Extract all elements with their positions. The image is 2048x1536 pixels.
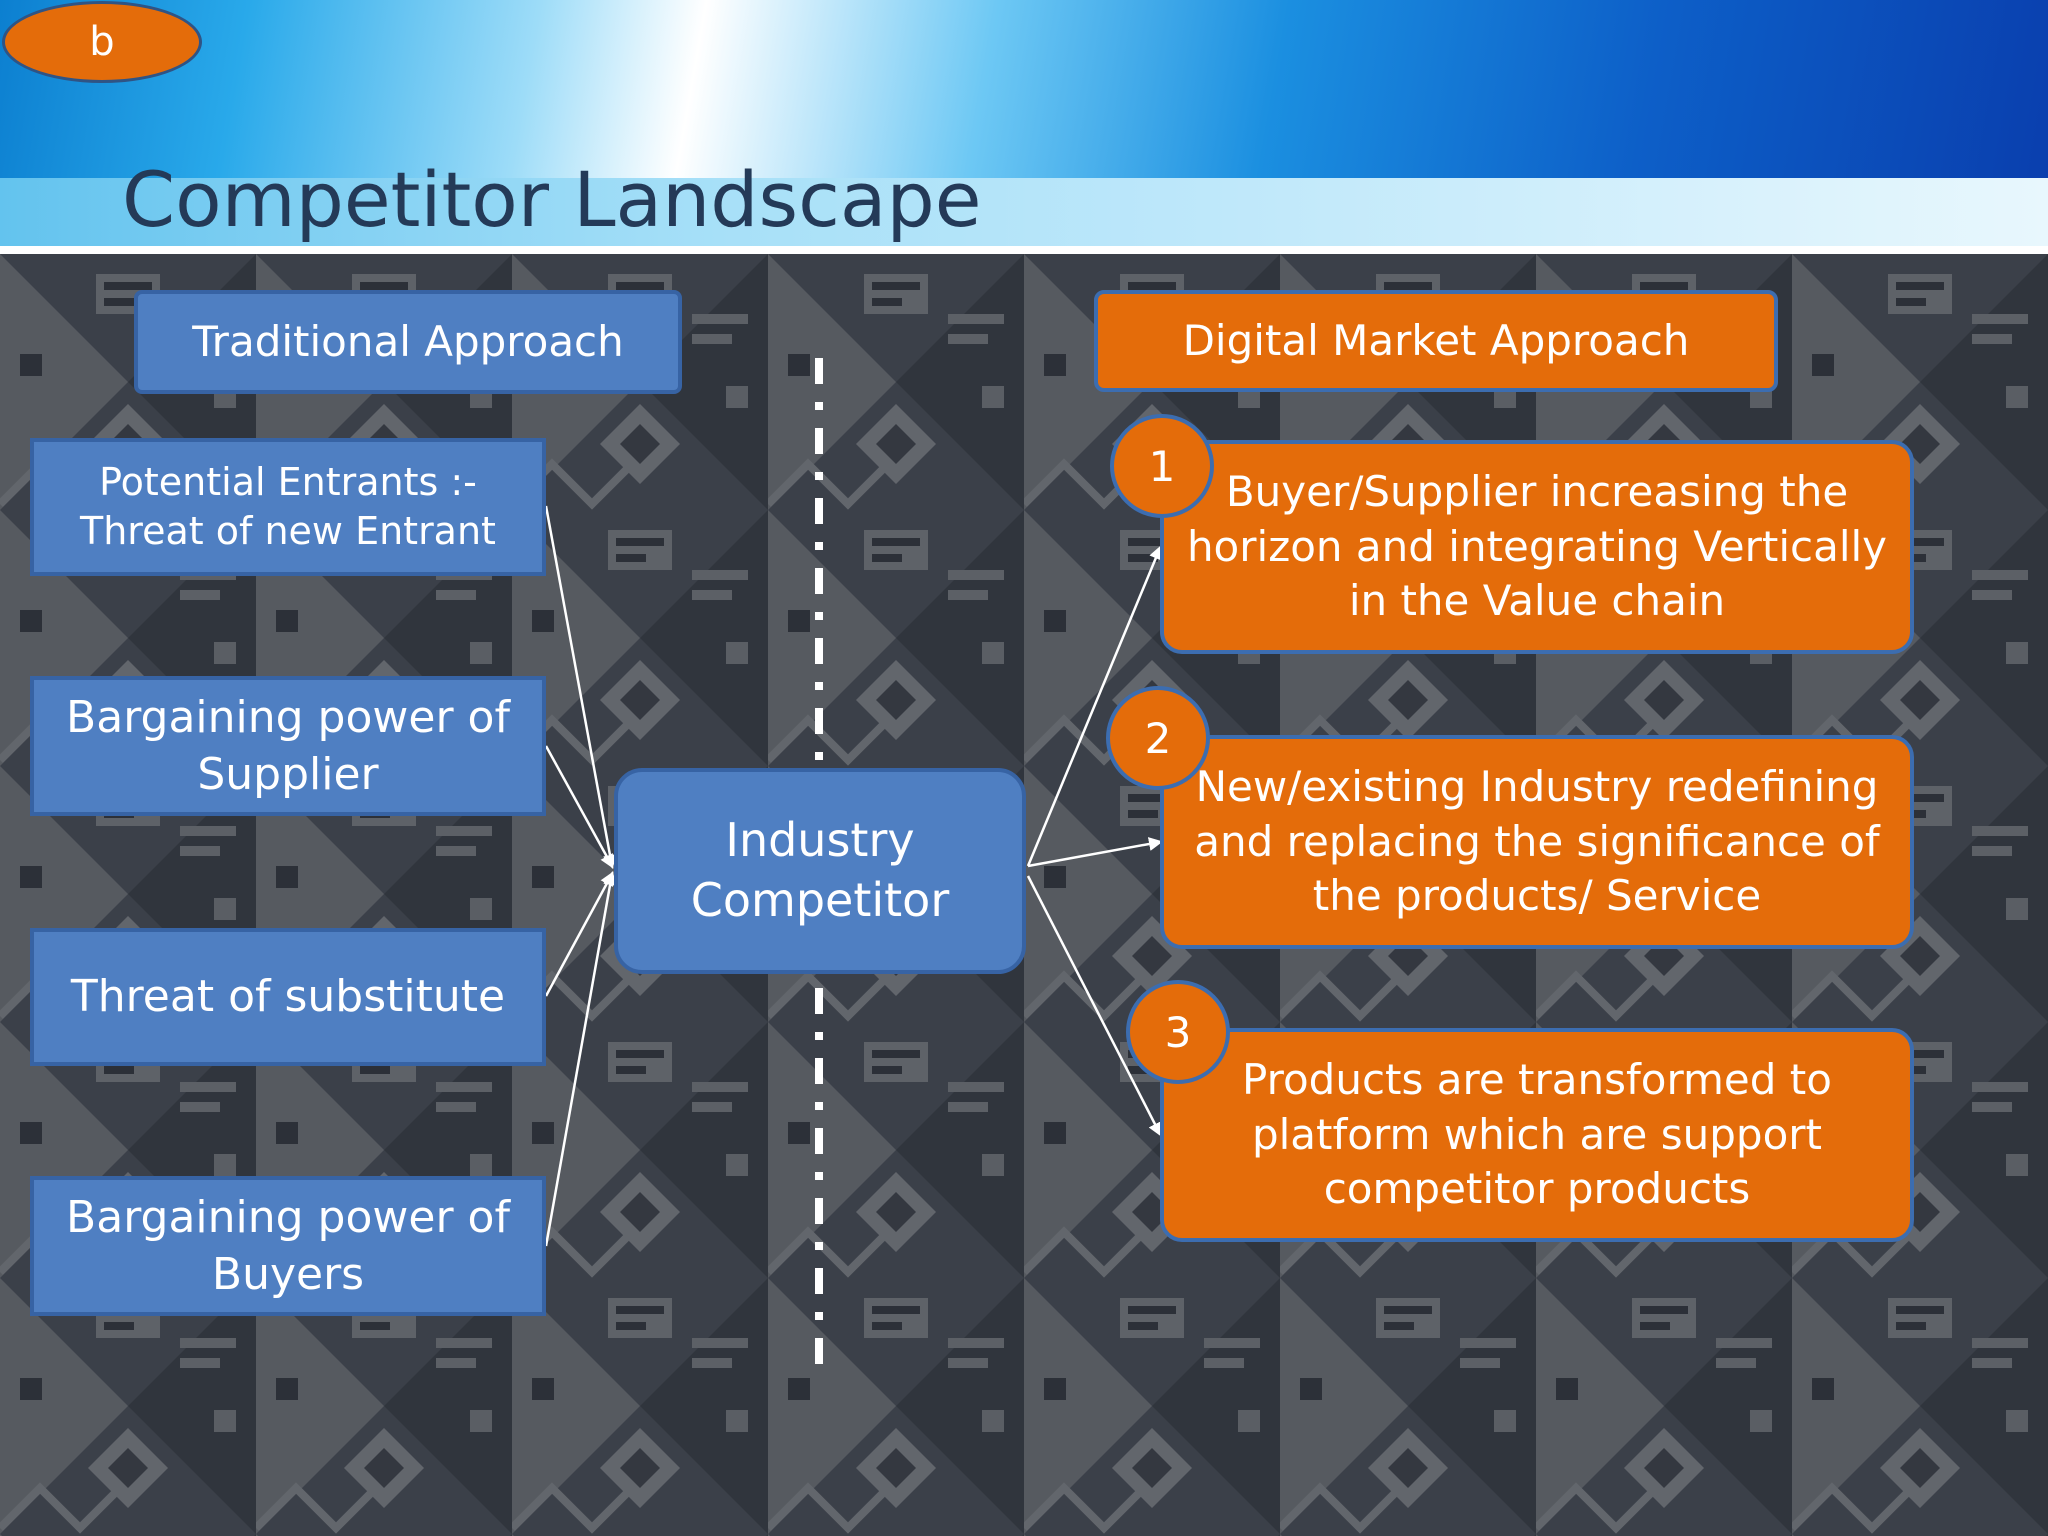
outcome-number-1: 1: [1110, 414, 1214, 518]
force-label: Bargaining power of Supplier: [66, 691, 510, 800]
section-badge: b: [2, 1, 202, 83]
outcome-number-2: 2: [1106, 686, 1210, 790]
industry-competitor-node: Industry Competitor: [614, 768, 1026, 974]
outcome-number-3: 3: [1126, 980, 1230, 1084]
digital-market-approach-header: Digital Market Approach: [1094, 290, 1778, 392]
center-label: Industry Competitor: [690, 813, 950, 927]
force-label: Threat of substitute: [70, 971, 506, 1023]
force-substitutes: Threat of substitute: [30, 928, 546, 1066]
page-title: Competitor Landscape: [122, 155, 982, 244]
outcome-text: Buyer/Supplier increasing the horizon an…: [1186, 467, 1888, 626]
outcome-box-2: New/existing Industry redefining and rep…: [1160, 735, 1914, 949]
force-label: Potential Entrants :- Threat of new Entr…: [80, 459, 496, 553]
outcome-text: Products are transformed to platform whi…: [1242, 1055, 1832, 1214]
force-new-entrants: Potential Entrants :- Threat of new Entr…: [30, 438, 546, 576]
force-label: Bargaining power of Buyers: [66, 1191, 510, 1300]
header-divider: [0, 246, 2048, 254]
outcome-box-3: Products are transformed to platform whi…: [1160, 1028, 1914, 1242]
outcome-box-1: Buyer/Supplier increasing the horizon an…: [1160, 440, 1914, 654]
outcome-text: New/existing Industry redefining and rep…: [1194, 762, 1880, 921]
header-band: [0, 0, 2048, 178]
title-band: [0, 178, 2048, 246]
force-supplier-power: Bargaining power of Supplier: [30, 676, 546, 816]
traditional-approach-header: Traditional Approach: [134, 290, 682, 394]
force-buyer-power: Bargaining power of Buyers: [30, 1176, 546, 1316]
